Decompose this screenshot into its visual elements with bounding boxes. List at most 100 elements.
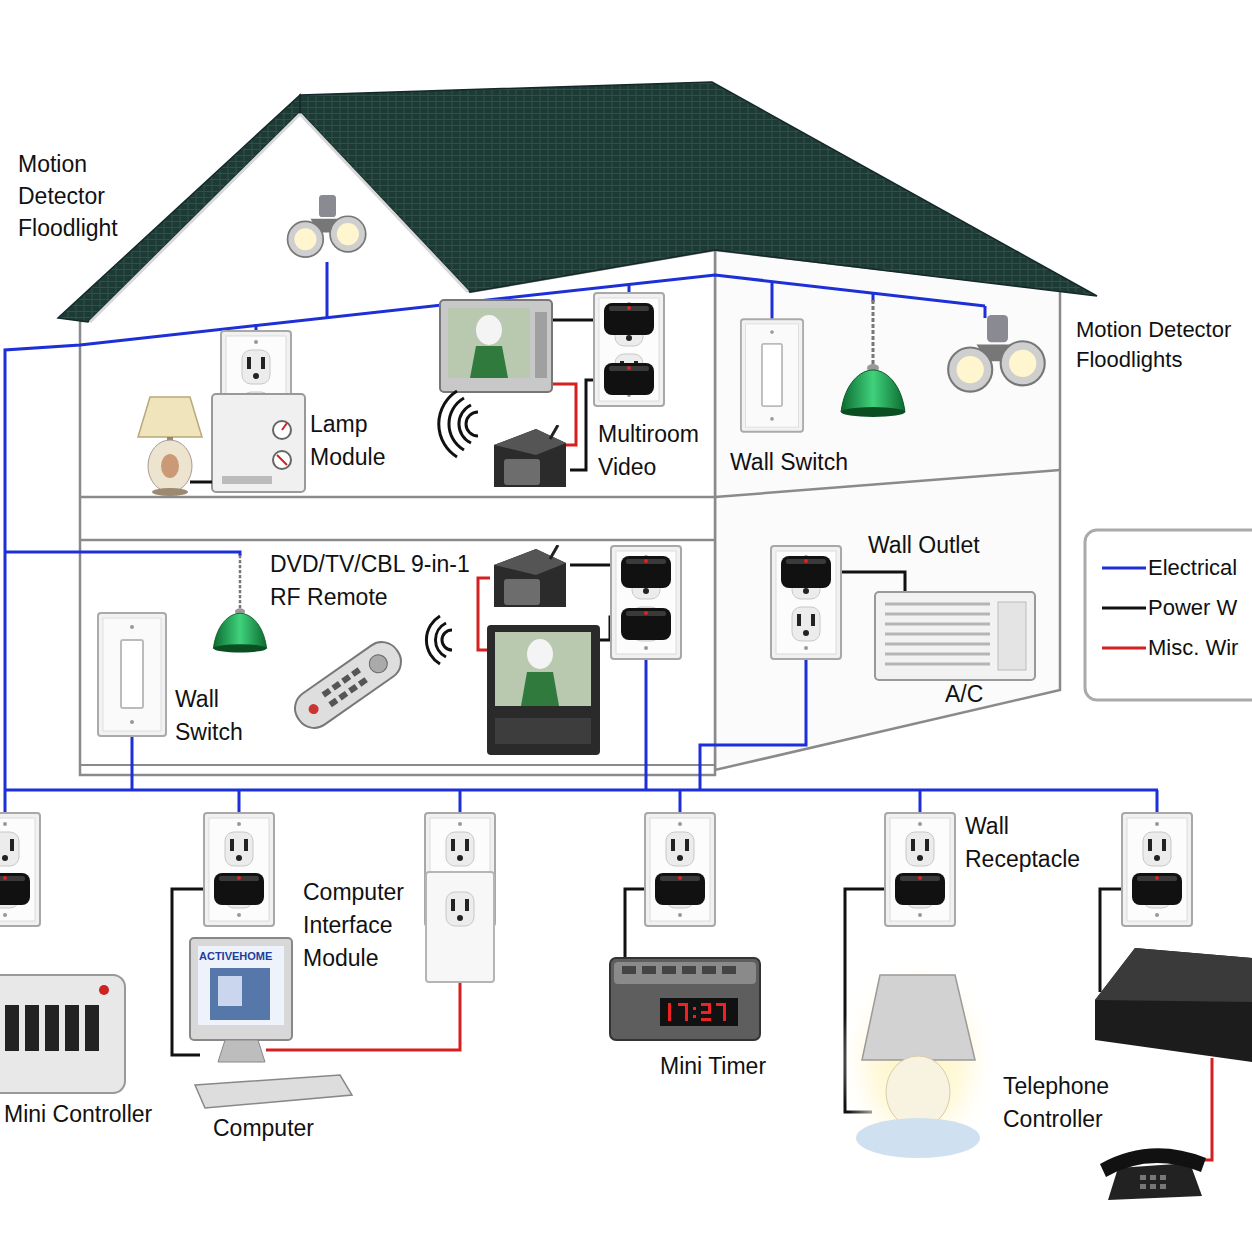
ground-devices xyxy=(708,1003,711,1012)
lower-floor-devices xyxy=(98,545,1035,755)
lower-floor-devices xyxy=(885,623,990,626)
ground-devices xyxy=(668,1003,671,1021)
ground-devices xyxy=(885,813,955,926)
lower-floor-devices xyxy=(213,555,266,653)
upper-floor-devices xyxy=(190,481,212,484)
upper-floor-devices xyxy=(535,312,547,378)
ground-devices xyxy=(1140,1184,1146,1189)
upper-floor-devices xyxy=(476,315,502,345)
lower-floor-devices xyxy=(621,556,671,588)
lower-floor-devices xyxy=(331,681,341,691)
upper-floor-devices xyxy=(277,455,287,465)
electrical-wire xyxy=(919,790,922,814)
upper-floor-devices xyxy=(439,391,478,457)
floodlight xyxy=(288,195,366,257)
upper-floor-devices xyxy=(459,405,471,443)
electrical-wire xyxy=(5,552,240,556)
ground-devices xyxy=(1150,1184,1156,1189)
device-label: Motion Detector Floodlight xyxy=(18,148,138,244)
upper-floor-devices xyxy=(449,398,464,450)
ground-devices xyxy=(1140,1175,1166,1189)
ground-devices xyxy=(693,1015,696,1018)
lower-floor-devices xyxy=(771,546,841,659)
power-wire xyxy=(832,572,905,592)
lower-floor-devices xyxy=(442,630,452,650)
ground-devices xyxy=(614,962,756,984)
lower-floor-devices xyxy=(885,653,990,656)
misc-wire xyxy=(266,982,460,1050)
lower-floor-devices xyxy=(288,635,408,735)
legend-box xyxy=(1085,530,1252,700)
ground-devices xyxy=(214,873,264,905)
legend-sample xyxy=(1102,647,1146,650)
upper-floor-devices xyxy=(841,300,905,417)
upper-floor-devices xyxy=(439,391,457,457)
ground-devices xyxy=(682,966,696,974)
lower-floor-devices xyxy=(885,603,990,606)
electrical-wire xyxy=(771,281,774,320)
upper-floor-devices xyxy=(148,440,192,492)
device-label: Computer xyxy=(213,1112,333,1145)
house xyxy=(300,82,1097,296)
lower-floor-devices xyxy=(426,616,440,664)
legend-sample xyxy=(1102,607,1146,610)
lower-floor-devices xyxy=(494,545,566,607)
electrical-wire xyxy=(645,660,648,790)
ground-devices xyxy=(668,1003,726,1021)
misc-wire xyxy=(1203,1058,1212,1160)
ground-devices xyxy=(190,938,292,1040)
ground-devices xyxy=(1160,1184,1166,1189)
device-label: Wall Outlet xyxy=(868,530,1008,560)
device-label: Computer Interface Module xyxy=(303,876,423,975)
device-label: Multiroom Video xyxy=(598,418,713,484)
lower-floor-devices xyxy=(998,602,1026,670)
lower-floor-devices xyxy=(358,677,368,687)
lower-floor-devices xyxy=(885,643,990,646)
upper-floor-devices xyxy=(494,425,566,487)
ground-devices xyxy=(701,1011,711,1014)
ground-devices xyxy=(204,813,274,926)
lower-floor-devices xyxy=(341,674,351,684)
ground-devices xyxy=(195,1075,352,1108)
device-label: Motion Detector Floodlights xyxy=(1076,315,1250,375)
upper-floor-devices xyxy=(273,451,291,469)
floodlight xyxy=(948,315,1045,392)
ground-devices xyxy=(1140,1175,1146,1180)
device-label: Lamp Module xyxy=(310,408,405,474)
legend-box xyxy=(1085,530,1252,700)
lower-floor-devices xyxy=(885,663,990,666)
ground-devices xyxy=(85,1005,99,1051)
electrical-wire xyxy=(326,262,329,318)
lower-floor-devices xyxy=(885,604,990,664)
ground-devices xyxy=(1150,1175,1156,1180)
lower-floor-devices xyxy=(527,639,553,669)
electrical-wire xyxy=(5,275,985,812)
electrical-wire xyxy=(131,733,134,790)
ground-devices xyxy=(722,966,736,974)
electrical-wire xyxy=(1156,790,1159,814)
device-label: Wall Receptacle xyxy=(965,810,1095,876)
lower-floor-devices xyxy=(426,616,452,664)
ground-devices xyxy=(0,975,125,1093)
house xyxy=(58,82,1097,775)
electrical-wire xyxy=(679,790,682,814)
device-label: Telephone Controller xyxy=(1003,1070,1133,1136)
upper-floor-devices xyxy=(594,293,664,406)
legend-sample xyxy=(1102,567,1146,570)
ground-devices xyxy=(685,1003,688,1021)
lower-floor-devices xyxy=(885,633,990,636)
lower-floor-devices xyxy=(521,672,559,706)
ground-devices xyxy=(693,1007,696,1010)
ground-devices xyxy=(655,873,705,905)
device-label: Mini Controller xyxy=(4,1098,174,1131)
lower-floor-devices xyxy=(885,613,990,616)
device-label: Mini Timer xyxy=(660,1050,790,1083)
ground-devices xyxy=(1100,1148,1206,1177)
ground-devices xyxy=(645,813,715,926)
ground-devices xyxy=(5,1005,19,1051)
ground-devices xyxy=(25,1005,39,1051)
upper-floor-devices xyxy=(604,303,654,335)
ground-devices xyxy=(838,955,998,1165)
